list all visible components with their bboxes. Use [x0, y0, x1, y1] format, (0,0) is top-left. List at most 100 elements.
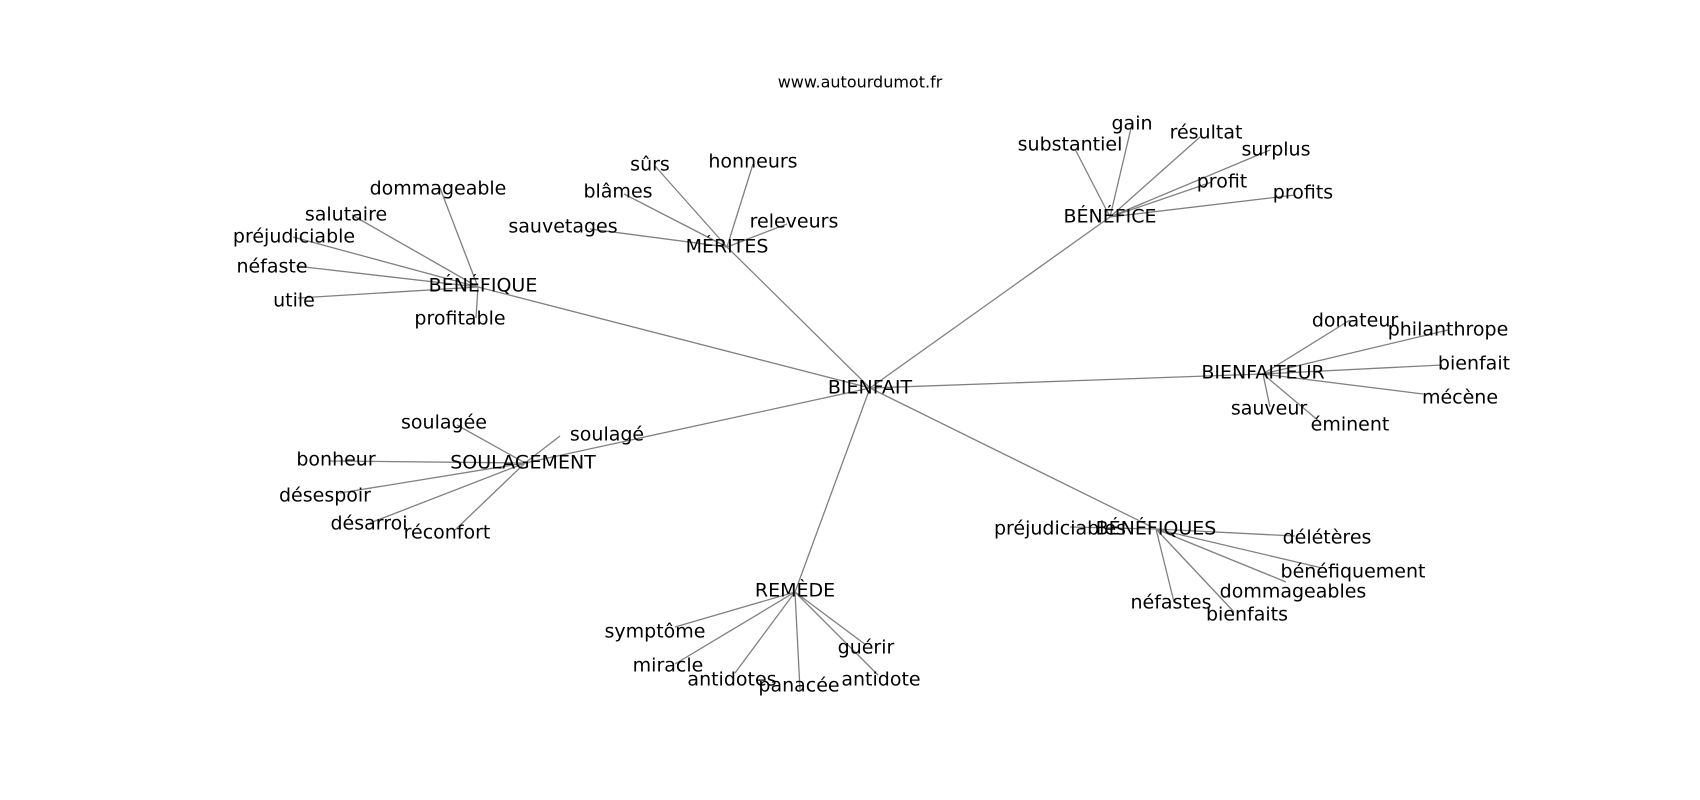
leaf-node-label: bonheur [296, 449, 376, 471]
edge-cluster-5-leaf-2 [524, 435, 561, 464]
leaf-node-label: bienfaits [1206, 604, 1288, 626]
edge-cluster-3-leaf-5 [1109, 181, 1213, 218]
leaf-node-label: soulagé [570, 424, 644, 446]
site-url[interactable]: www.autourdumot.fr [778, 73, 943, 92]
leaf-node-label: préjudiciable [233, 226, 355, 248]
leaf-node-label: symptôme [605, 621, 706, 643]
edge-cluster-1-leaf-3 [292, 236, 479, 288]
leaf-node-label: dommageables [1220, 581, 1367, 603]
edge-center-to-1 [477, 286, 871, 389]
leaf-node-label: utile [273, 290, 315, 312]
leaf-node-label: gain [1111, 113, 1152, 135]
edge-cluster-4-leaf-3 [1262, 364, 1443, 375]
edge-center-to-2 [726, 246, 871, 389]
leaf-node-label: délétères [1283, 527, 1372, 549]
edge-cluster-3-leaf-1 [1074, 148, 1111, 218]
cluster-node-label: BÉNÉFIQUES [1096, 517, 1217, 540]
edge-cluster-7-leaf-2 [674, 591, 796, 665]
leaf-node-label: salutaire [305, 204, 387, 226]
edge-cluster-2-leaf-2 [726, 163, 754, 248]
graph-labels: www.autourdumot.fr BIENFAIT BÉNÉFIQUE domm… [233, 73, 1510, 697]
edge-cluster-4-leaf-5 [1262, 373, 1271, 408]
edge-cluster-3-leaf-4 [1109, 149, 1271, 218]
edge-cluster-4-leaf-2 [1262, 329, 1449, 375]
edge-cluster-1-leaf-5 [297, 286, 479, 299]
edge-cluster-5-leaf-5 [369, 462, 526, 524]
leaf-node-label: panacée [758, 675, 839, 697]
leaf-node-label: bienfait [1438, 353, 1510, 375]
edge-cluster-6-leaf-6 [1155, 528, 1235, 613]
edge-cluster-1-leaf-4 [295, 265, 479, 288]
leaf-node-label: réconfort [404, 522, 491, 544]
edge-cluster-5-leaf-6 [454, 462, 526, 531]
edge-cluster-4-leaf-1 [1262, 319, 1351, 375]
cluster-node-label: REMÈDE [755, 579, 835, 602]
leaf-node-label: préjudiciables [994, 518, 1126, 540]
edge-cluster-5-leaf-3 [329, 460, 526, 464]
edge-cluster-7-leaf-5 [794, 591, 867, 646]
edge-cluster-4-leaf-6 [1262, 373, 1321, 423]
edge-cluster-4-leaf-4 [1262, 373, 1424, 395]
edge-cluster-6-leaf-5 [1155, 528, 1175, 603]
edge-cluster-6-leaf-1 [1069, 526, 1157, 530]
cluster-node-label: MÉRITES [686, 235, 769, 258]
edge-cluster-7-leaf-4 [794, 591, 801, 691]
leaf-node-label: profit [1197, 171, 1248, 193]
leaf-node-label: surplus [1241, 139, 1310, 161]
leaf-node-label: antidotes [687, 669, 776, 691]
edge-cluster-5-leaf-4 [339, 462, 526, 494]
leaf-node-label: philanthrope [1388, 319, 1509, 341]
leaf-node-label: donateur [1312, 310, 1399, 332]
edge-center-to-5 [524, 387, 871, 464]
leaf-node-label: mécène [1422, 387, 1498, 409]
edge-cluster-2-leaf-1 [654, 165, 728, 248]
leaf-node-label: désarroi [330, 513, 407, 535]
leaf-node-label: désespoir [279, 485, 371, 507]
edge-cluster-1-leaf-6 [475, 286, 479, 319]
edge-cluster-1-leaf-1 [439, 187, 479, 288]
edge-cluster-3-leaf-6 [1109, 194, 1296, 218]
edge-cluster-6-leaf-2 [1155, 528, 1296, 537]
leaf-node-label: guérir [838, 637, 895, 659]
cluster-node-label: BÉNÉFIQUE [429, 274, 538, 297]
leaf-node-label: substantiel [1018, 134, 1123, 156]
leaf-node-label: résultat [1170, 122, 1243, 144]
edge-cluster-1-leaf-2 [351, 214, 479, 288]
leaf-node-label: miracle [633, 655, 704, 677]
center-node-label: BIENFAIT [828, 377, 913, 399]
leaf-node-label: dommageable [370, 178, 507, 200]
leaf-node-label: sauveur [1231, 398, 1308, 420]
edge-cluster-2-leaf-5 [726, 223, 788, 248]
edge-center-to-6 [869, 387, 1157, 530]
edge-cluster-6-leaf-4 [1155, 528, 1287, 583]
edge-cluster-3-leaf-3 [1109, 136, 1201, 218]
leaf-node-label: soulagée [401, 412, 487, 434]
edge-cluster-5-leaf-1 [456, 424, 526, 464]
edge-cluster-3-leaf-2 [1109, 123, 1133, 218]
graph-edges [292, 123, 1449, 691]
leaf-node-label: néfastes [1130, 592, 1211, 614]
leaf-node-label: antidote [841, 669, 920, 691]
edge-cluster-6-leaf-3 [1155, 528, 1323, 569]
edge-cluster-2-leaf-4 [589, 228, 728, 248]
edge-center-to-4 [869, 373, 1264, 389]
leaf-node-label: profitable [414, 308, 505, 330]
leaf-node-label: profits [1273, 182, 1333, 204]
leaf-node-label: releveurs [750, 211, 839, 233]
edge-cluster-7-leaf-6 [794, 591, 879, 676]
cluster-node-label: BÉNÉFICE [1063, 205, 1156, 228]
edge-cluster-7-leaf-3 [734, 591, 796, 674]
leaf-node-label: blâmes [583, 181, 652, 203]
edge-cluster-2-leaf-3 [623, 193, 728, 248]
leaf-node-label: sauvetages [508, 216, 617, 238]
leaf-node-label: sûrs [630, 154, 670, 176]
cluster-node-label: BIENFAITEUR [1201, 362, 1324, 384]
leaf-node-label: bénéfiquement [1281, 561, 1426, 583]
edge-center-to-7 [794, 387, 871, 593]
leaf-node-label: éminent [1311, 414, 1390, 436]
edge-cluster-7-leaf-1 [674, 591, 796, 628]
leaf-node-label: néfaste [236, 256, 307, 278]
cluster-node-label: SOULAGEMENT [450, 452, 596, 474]
edge-center-to-3 [869, 216, 1111, 389]
